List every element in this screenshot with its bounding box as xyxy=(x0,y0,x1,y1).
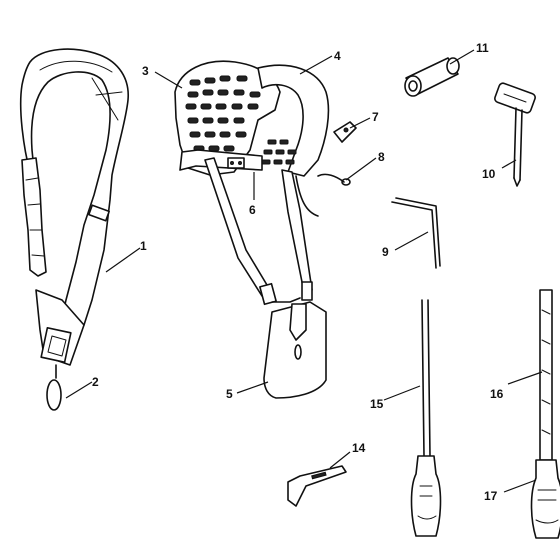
callout-9: 9 xyxy=(382,245,389,259)
callout-5: 5 xyxy=(226,387,233,401)
callout-16: 16 xyxy=(490,387,504,401)
box-spanner xyxy=(404,57,460,97)
leader-lines xyxy=(65,49,543,493)
callout-10: 10 xyxy=(482,167,496,181)
callout-8: 8 xyxy=(378,150,385,164)
cord-hook xyxy=(317,173,351,186)
callout-1: 1 xyxy=(140,239,147,253)
depth-gauge xyxy=(287,465,347,507)
callout-15: 15 xyxy=(370,397,384,411)
full-harness xyxy=(174,60,330,399)
callout-4: 4 xyxy=(334,49,341,63)
hex-key xyxy=(391,197,441,269)
callout-7: 7 xyxy=(372,110,379,124)
small-clip xyxy=(333,121,357,143)
callout-2: 2 xyxy=(92,375,99,389)
combination-wrench xyxy=(494,82,536,187)
callout-6: 6 xyxy=(249,203,256,217)
shoulder-strap xyxy=(19,48,129,411)
callout-3: 3 xyxy=(142,64,149,78)
callout-11: 11 xyxy=(476,41,489,55)
flat-file xyxy=(530,289,560,539)
round-file xyxy=(410,299,442,537)
callout-17: 17 xyxy=(484,489,498,503)
callout-labels: 1 2 3 4 5 6 7 8 9 10 11 14 15 16 17 xyxy=(92,41,504,503)
callout-14: 14 xyxy=(352,441,366,455)
